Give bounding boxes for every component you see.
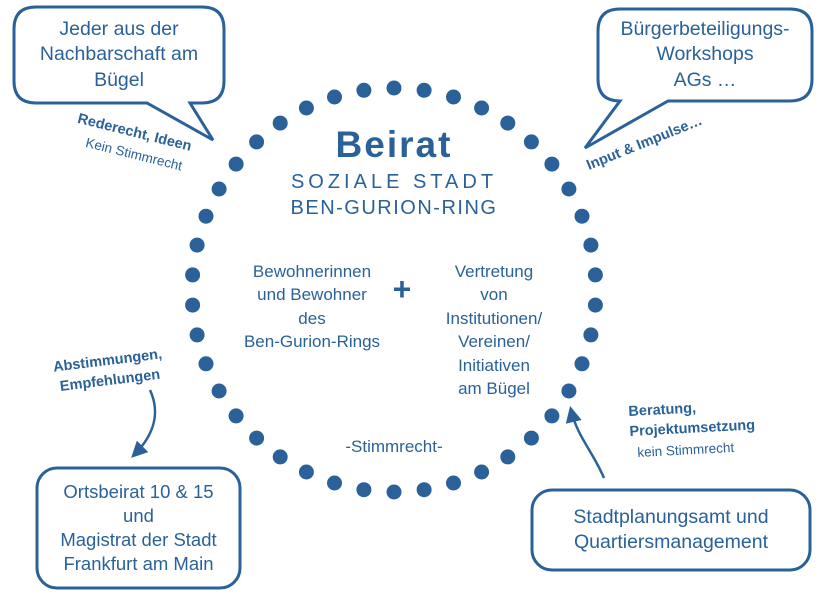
ring-dot (189, 237, 205, 253)
ring-dot (356, 482, 372, 498)
ring-dot (211, 383, 227, 399)
ring-dot (583, 237, 599, 253)
plus-sign: + (392, 271, 412, 307)
ring-dot (587, 297, 603, 313)
ring-dot (249, 430, 265, 446)
beirat-title: Beirat (335, 124, 453, 165)
ring-dot (189, 327, 205, 343)
ring-dot (198, 356, 214, 372)
arrow-to-ortsbeirat (131, 389, 157, 458)
bubble-neighborhood-text: Jeder aus der Nachbarschaft am Bügel (39, 17, 199, 91)
ring-dot (416, 82, 432, 98)
ring-dot (416, 482, 432, 498)
box-ortsbeirat-text: Ortsbeirat 10 & 15 und Magistrat der Sta… (60, 480, 217, 575)
box-bottom-left-outline (35, 466, 242, 590)
ring-dot (198, 208, 214, 224)
ring-dot (185, 267, 201, 283)
ring-dot (211, 181, 227, 197)
ring-dot (544, 156, 560, 172)
ring-dot (356, 82, 372, 98)
ring-dot (386, 484, 402, 500)
members-institutions-text: Vertretung von Institutionen/ Vereinen/ … (445, 262, 543, 399)
ring-dot (272, 115, 288, 131)
ring-dot (386, 80, 402, 96)
ring-dot (574, 356, 590, 372)
ring-dot (327, 475, 342, 491)
box-stadtplanungsamt-text: Stadtplanungsamt und Quartiersmanagement (573, 505, 769, 553)
dotted-circle-ring (185, 80, 603, 500)
ring-dot (523, 134, 539, 150)
speech-bubble-top-right-outline (583, 7, 814, 150)
ring-dot (474, 464, 490, 480)
voting-right-note: -Stimmrecht- (345, 437, 443, 456)
box-bottom-right-outline (530, 488, 812, 572)
ring-dot (249, 134, 265, 150)
ring-dot (583, 327, 599, 343)
members-residents-text: Bewohnerinnen und Bewohner des Ben-Gurio… (243, 262, 381, 352)
ring-dot (561, 181, 577, 197)
ring-dot (474, 100, 490, 116)
ring-dot (446, 475, 461, 491)
speech-bubble-top-left-outline (12, 5, 226, 142)
ring-dot (544, 408, 560, 424)
ring-dot (228, 156, 244, 172)
ring-dot (298, 100, 314, 116)
ring-dot (327, 89, 342, 105)
label-beratung-projektumsetzung: Beratung, Projektumsetzung (628, 400, 756, 440)
ring-dot (500, 449, 516, 465)
ring-dot (298, 464, 314, 480)
ring-dot (561, 383, 577, 399)
beirat-subtitle-soziale-stadt: SOZIALE STADT (290, 171, 498, 193)
ring-dot (574, 208, 590, 224)
bubble-workshops-text: Bürgerbeteiligungs- Workshops AGs … (620, 17, 790, 91)
beirat-subtitle-ben-gurion-ring: BEN-GURION-RING (290, 197, 498, 219)
ring-dot (185, 297, 201, 313)
arrow-from-stadtplanungsamt (565, 406, 606, 479)
ring-dot (272, 449, 288, 465)
ring-dot (228, 408, 244, 424)
ring-dot (446, 89, 461, 105)
ring-dot (500, 115, 516, 131)
ring-dot (523, 430, 539, 446)
ring-dot (587, 267, 603, 283)
